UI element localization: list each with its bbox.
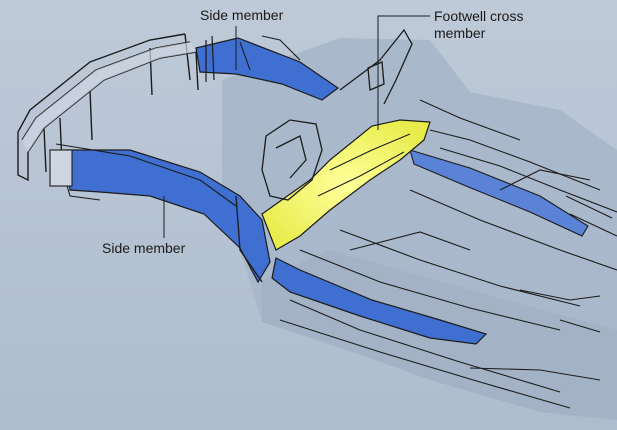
- side-member-top-label: Side member: [200, 7, 284, 23]
- footwell-label-line2: member: [434, 25, 486, 41]
- right-member-shape: [409, 149, 589, 237]
- floor-pan-lines: [279, 99, 617, 409]
- side-member-left-mount: [49, 149, 73, 187]
- leader-footwell-cross-member: [377, 15, 430, 130]
- side-member-left-edge: [55, 143, 237, 207]
- side-member-left-bracket: [65, 181, 101, 201]
- side-member-top-flange: [205, 35, 215, 82]
- sill-member-shape: [271, 257, 488, 345]
- front-frame-fill: [22, 42, 196, 152]
- side-member-left-label: Side member: [102, 240, 186, 256]
- side-member-top-shape: [195, 37, 340, 101]
- cross-member-ribs: [317, 133, 411, 197]
- leader-lines: [163, 15, 430, 238]
- footwell-cross-member-shape: [261, 119, 431, 251]
- side-member-left-shape: [65, 149, 271, 284]
- footwell-label-line1: Footwell cross: [434, 8, 524, 24]
- side-member-top-detail: [239, 35, 301, 71]
- footwell-cross-member-label: Footwell cross member: [434, 8, 523, 42]
- firewall-outline: [235, 28, 413, 283]
